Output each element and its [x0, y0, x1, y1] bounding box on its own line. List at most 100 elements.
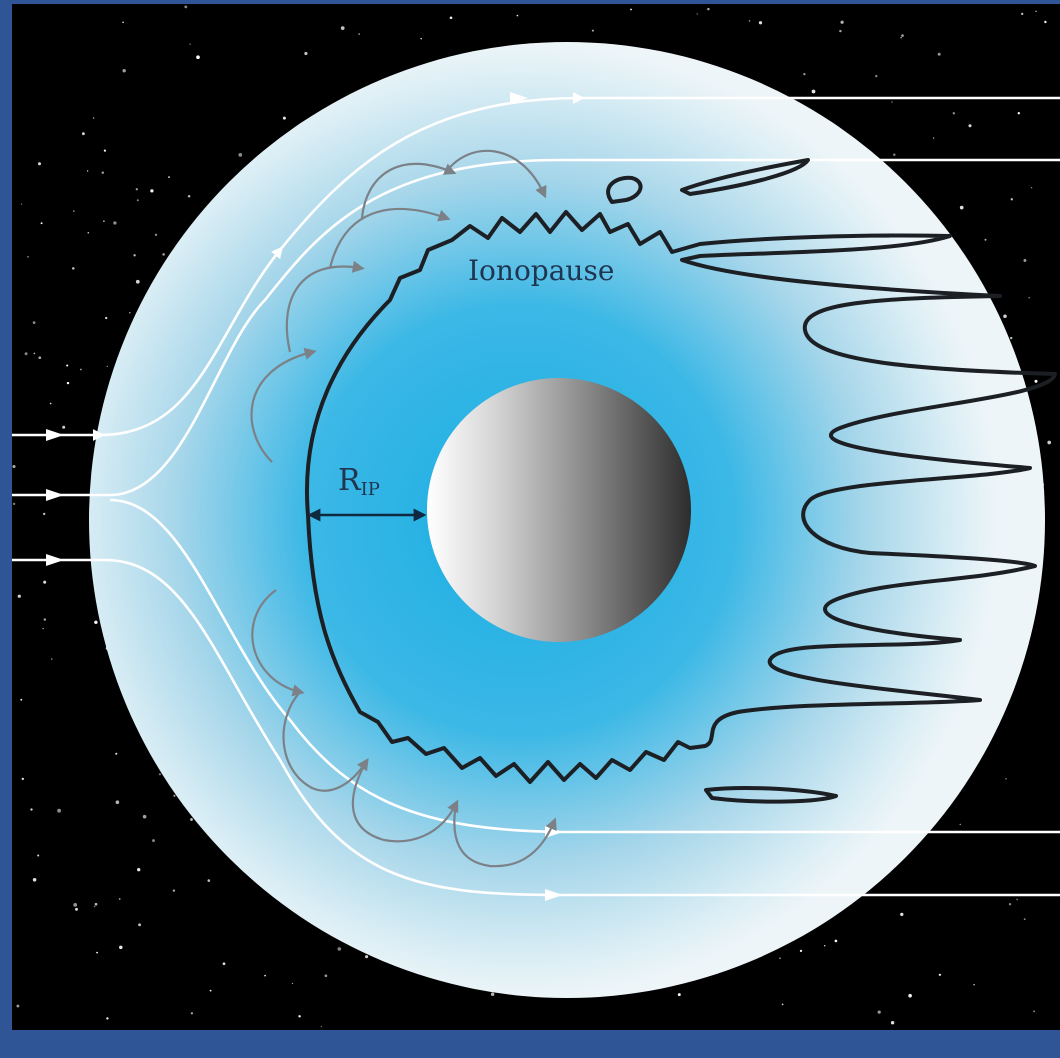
star [812, 90, 816, 94]
star [38, 162, 41, 165]
star [88, 232, 90, 234]
star [44, 618, 46, 620]
star [592, 30, 594, 32]
star [491, 993, 495, 997]
star [119, 946, 122, 949]
star [116, 800, 120, 804]
star [891, 101, 893, 103]
star [43, 581, 46, 584]
star [779, 958, 780, 959]
rip-label-subscript: IP [361, 479, 380, 500]
star [939, 974, 941, 976]
star [1035, 11, 1036, 12]
star [908, 994, 912, 998]
star [94, 906, 95, 907]
star [119, 898, 121, 900]
star [143, 815, 147, 819]
star [1005, 778, 1006, 779]
star [304, 52, 307, 55]
star [1023, 259, 1026, 262]
star [960, 206, 964, 210]
star [96, 952, 98, 954]
star [1031, 187, 1033, 189]
star [1044, 21, 1046, 23]
star [1011, 198, 1013, 200]
star [95, 903, 98, 906]
ionopause-label: Ionopause [468, 254, 614, 287]
star [12, 465, 15, 468]
star [123, 69, 126, 72]
star [43, 513, 45, 515]
star [341, 26, 345, 30]
star [835, 940, 838, 943]
star [1028, 297, 1029, 298]
star [973, 984, 974, 985]
star [80, 369, 82, 371]
star [1047, 441, 1051, 445]
star [893, 154, 895, 156]
star [136, 280, 140, 284]
star [82, 132, 85, 135]
star [136, 188, 138, 190]
star [34, 353, 36, 355]
star [189, 43, 190, 44]
star [57, 809, 61, 813]
star [190, 818, 193, 821]
star [113, 221, 116, 224]
star [42, 628, 44, 630]
star [122, 21, 124, 23]
star [968, 124, 971, 127]
star [72, 267, 75, 270]
star [800, 950, 802, 952]
star [33, 321, 36, 324]
star [94, 621, 97, 624]
star [162, 253, 165, 256]
star [191, 1012, 193, 1014]
star [900, 37, 901, 38]
star [67, 382, 69, 384]
star [325, 974, 328, 977]
star [782, 1004, 784, 1006]
star [824, 945, 825, 946]
star [707, 8, 709, 10]
star [1034, 380, 1037, 383]
star [93, 117, 95, 119]
star [264, 975, 266, 977]
star [337, 947, 341, 951]
star [238, 153, 242, 157]
star [73, 903, 77, 907]
star [841, 21, 844, 24]
star [283, 117, 286, 120]
star [358, 33, 359, 34]
star [30, 808, 32, 810]
star [953, 112, 955, 114]
star [223, 962, 226, 965]
star [1024, 918, 1026, 920]
star [1009, 903, 1011, 905]
star [1018, 112, 1020, 114]
planet-sphere-icon [427, 378, 691, 642]
star [107, 366, 108, 367]
star [900, 913, 903, 916]
star [73, 210, 75, 212]
star [1021, 13, 1023, 15]
star [150, 189, 153, 192]
star [168, 176, 170, 178]
star [105, 317, 107, 319]
star [1016, 899, 1018, 901]
star [803, 73, 805, 75]
star [104, 150, 106, 152]
star [106, 1017, 108, 1019]
star [159, 773, 161, 775]
star [25, 352, 28, 355]
star [66, 364, 68, 366]
star [115, 753, 117, 755]
star [51, 658, 53, 660]
star [87, 170, 88, 171]
star [155, 234, 157, 236]
star [630, 9, 632, 11]
star [103, 220, 105, 222]
star [152, 839, 155, 842]
star [292, 983, 293, 984]
